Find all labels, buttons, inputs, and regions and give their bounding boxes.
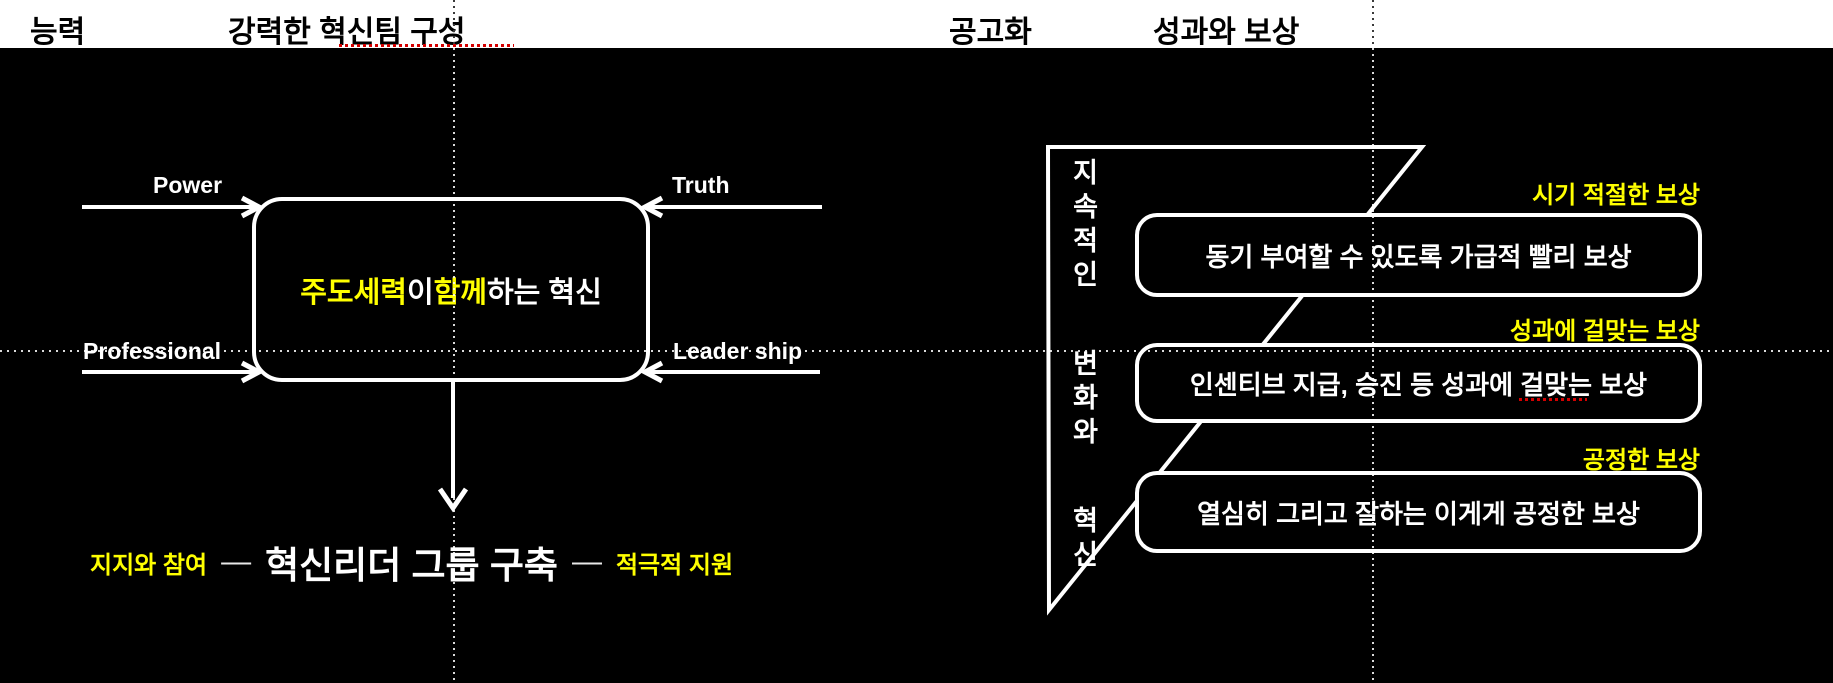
continuous-change-side-text: 지속적인 변화와 혁신 bbox=[1068, 158, 1098, 574]
leadership-arrow bbox=[639, 360, 820, 384]
header-bar: 능력 강력한 혁신팀 구성 공고화 성과와 보상 bbox=[0, 0, 1833, 49]
vertical-guide-right[interactable] bbox=[1372, 0, 1374, 683]
header-item-team-build: 강력한 혁신팀 구성 bbox=[228, 16, 466, 49]
reward-label-fair: 공정한 보상 bbox=[1582, 447, 1700, 474]
header-item-consolidate: 공고화 bbox=[949, 16, 1032, 49]
vertical-guide-left-header-segment bbox=[453, 0, 455, 48]
professional-arrow bbox=[82, 360, 265, 384]
vertical-guide-right-header-segment bbox=[1372, 0, 1374, 48]
bottom-caption: 지지와 참여 — 혁신리더 그룹 구축 — 적극적 지원 bbox=[90, 536, 733, 588]
truth-label: Truth bbox=[672, 172, 730, 198]
reward-label-timely: 시기 적절한 보상 bbox=[1532, 182, 1700, 209]
header-item-reward: 성과와 보상 bbox=[1153, 16, 1300, 49]
caption-leader-group: 혁신리더 그룹 구축 bbox=[265, 545, 558, 586]
power-label: Power bbox=[153, 172, 223, 198]
spellcheck-squiggle-header bbox=[339, 44, 514, 47]
spellcheck-squiggle-box2 bbox=[1519, 398, 1587, 401]
horizontal-guide[interactable] bbox=[0, 350, 1833, 352]
header-item-capability: 능력 bbox=[30, 16, 86, 49]
center-box-text-segment: 하는 혁신 bbox=[487, 276, 602, 309]
reward-box-performance: 인센티브 지급, 승진 등 성과에 걸맞는 보상 bbox=[1135, 343, 1702, 423]
reward-label-performance: 성과에 걸맞는 보상 bbox=[1510, 318, 1700, 345]
caption-dash: — bbox=[221, 545, 252, 578]
center-box-text-segment: 주도세력 bbox=[300, 276, 407, 309]
center-box-text-segment: 이 bbox=[406, 276, 434, 309]
caption-active-support: 적극적 지원 bbox=[615, 551, 734, 579]
truth-arrow bbox=[639, 195, 822, 219]
center-box-text-segment: 함께 bbox=[433, 276, 487, 309]
reward-box-timely: 동기 부여할 수 있도록 가급적 빨리 보상 bbox=[1135, 213, 1702, 297]
vertical-guide-left[interactable] bbox=[453, 0, 455, 683]
caption-dash: — bbox=[571, 545, 602, 578]
power-arrow bbox=[82, 195, 265, 219]
caption-support-participation: 지지와 참여 bbox=[90, 551, 208, 579]
reward-box-fair: 열심히 그리고 잘하는 이게게 공정한 보상 bbox=[1135, 471, 1702, 553]
